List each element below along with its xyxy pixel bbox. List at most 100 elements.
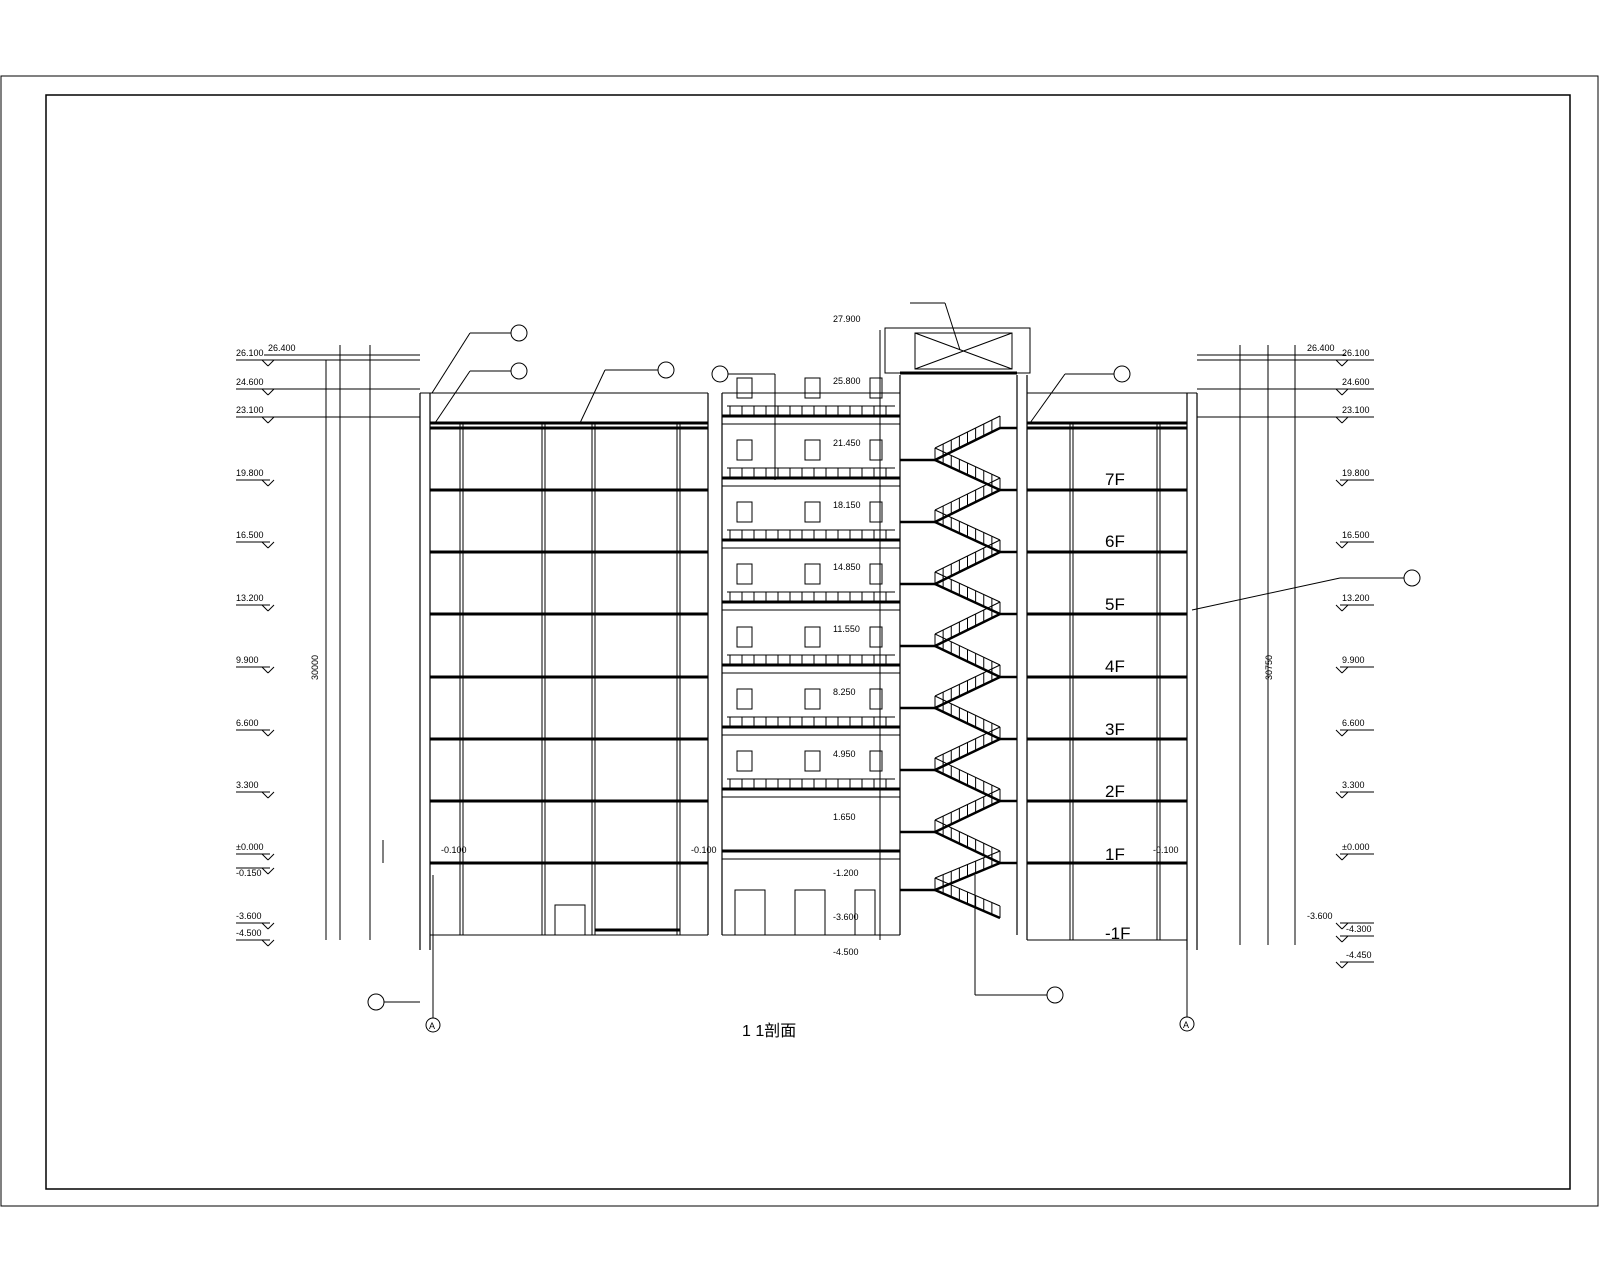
elevation-label: ±0.000	[236, 842, 263, 852]
window	[736, 439, 753, 461]
elevation-label: 26.100	[1342, 348, 1370, 358]
landing-label: 4.950	[833, 749, 856, 759]
elevation-tick	[1341, 853, 1349, 861]
callout-bubble	[711, 365, 729, 383]
elevation-tick	[261, 867, 269, 875]
landing-label: -3.600	[833, 912, 859, 922]
elevation-label: 9.900	[236, 655, 259, 665]
dimension-lines	[236, 302, 1421, 1018]
elevation-label: 26.100	[236, 348, 264, 358]
callout-bubble	[657, 361, 675, 379]
elevation-tick	[267, 388, 275, 396]
elevation-label: ±0.000	[1342, 842, 1369, 852]
elevation-tick	[1341, 541, 1349, 549]
elevation-label: -3.600	[236, 911, 262, 921]
floor-label: 2F	[1105, 782, 1125, 801]
building-structure	[419, 327, 1198, 950]
elevation-tick	[267, 853, 275, 861]
window	[804, 563, 821, 585]
axis-label-right: A	[1183, 1020, 1189, 1030]
elevation-label: 3.300	[1342, 780, 1365, 790]
elevation-label: 26.400	[268, 343, 296, 353]
elevation-label: 23.100	[1342, 405, 1370, 415]
level-mark: -0.100	[1153, 845, 1179, 855]
leader	[431, 332, 471, 394]
landing-label: 8.250	[833, 687, 856, 697]
elevation-tick	[1335, 666, 1343, 674]
window	[736, 563, 753, 585]
floor-label: 6F	[1105, 532, 1125, 551]
floor-label: 3F	[1105, 720, 1125, 739]
inner-border	[45, 94, 1571, 1190]
landing-label: 25.800	[833, 376, 861, 386]
landing-label: 27.900	[833, 314, 861, 324]
leader	[579, 369, 606, 424]
elevation-tick	[267, 729, 275, 737]
elevation-tick	[1341, 729, 1349, 737]
door	[854, 889, 876, 936]
elevation-label: 19.800	[236, 468, 264, 478]
elevation-tick	[261, 729, 269, 737]
elevation-tick	[261, 416, 269, 424]
elevation-tick	[1335, 416, 1343, 424]
elevation-tick	[1341, 604, 1349, 612]
landing-label: 18.150	[833, 500, 861, 510]
elevation-label: 23.100	[236, 405, 264, 415]
window	[869, 501, 883, 523]
window	[804, 688, 821, 710]
landing-label: 1.650	[833, 812, 856, 822]
elevation-tick	[1341, 922, 1349, 930]
elevation-tick	[1335, 388, 1343, 396]
total-height-right: 30750	[1264, 655, 1274, 680]
section-drawing	[236, 302, 1421, 1018]
floor-label: 7F	[1105, 470, 1125, 489]
floor-label: 1F	[1105, 845, 1125, 864]
stair-flights	[900, 415, 1017, 920]
elevation-tick	[1341, 416, 1349, 424]
outer-border	[0, 75, 1599, 1207]
elevation-tick	[1335, 935, 1343, 943]
leader	[434, 370, 471, 424]
elevation-tick	[1335, 791, 1343, 799]
elevation-tick	[1335, 359, 1343, 367]
elevation-label: 6.600	[1342, 718, 1365, 728]
elevation-tick	[1335, 853, 1343, 861]
total-height-left: 30000	[310, 655, 320, 680]
window	[804, 377, 821, 399]
elevation-tick	[1335, 479, 1343, 487]
callout-bubble	[1113, 365, 1131, 383]
window	[736, 377, 753, 399]
callout-bubble	[1403, 569, 1421, 587]
elevation-tick	[261, 666, 269, 674]
level-mark: -0.100	[441, 845, 467, 855]
callout-bubble	[367, 993, 385, 1011]
door	[734, 889, 766, 936]
callout-bubble	[510, 362, 528, 380]
leader	[944, 302, 961, 351]
window	[869, 563, 883, 585]
window	[869, 377, 883, 399]
elevation-label: -4.450	[1346, 950, 1372, 960]
window	[736, 626, 753, 648]
elevation-tick	[261, 388, 269, 396]
landing-label: 14.850	[833, 562, 861, 572]
elevation-tick	[267, 416, 275, 424]
window	[869, 626, 883, 648]
elevation-label: -3.600	[1307, 911, 1333, 921]
elevation-tick	[1341, 791, 1349, 799]
stair-landing-labels: 27.900 25.800 21.450 18.150 14.850 11.55…	[833, 314, 861, 957]
elevation-tick	[267, 666, 275, 674]
elevation-label: 13.200	[1342, 593, 1370, 603]
window	[869, 439, 883, 461]
floor-labels: -1F 1F 2F 3F 4F 5F 6F 7F	[1105, 470, 1131, 943]
elevation-label: 6.600	[236, 718, 259, 728]
elevation-tick	[1335, 922, 1343, 930]
leader	[1029, 373, 1066, 424]
elevation-tick	[1335, 729, 1343, 737]
elevation-tick	[261, 541, 269, 549]
elevation-tick	[267, 867, 275, 875]
axis-bubble-left	[425, 1017, 441, 1033]
elevation-label: 13.200	[236, 593, 264, 603]
elevation-label: 19.800	[1342, 468, 1370, 478]
